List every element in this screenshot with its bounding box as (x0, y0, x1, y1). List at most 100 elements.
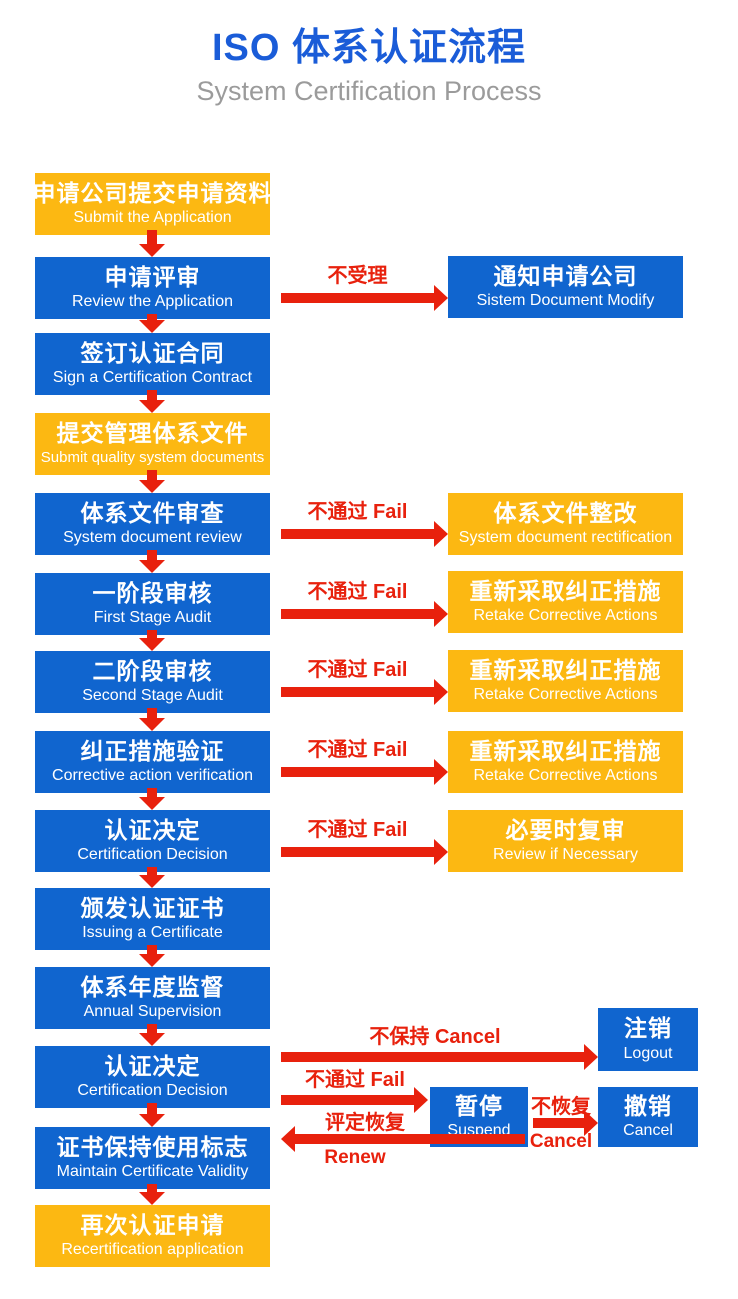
arrow-down-13 (139, 1184, 165, 1205)
box-label-zh: 体系年度监督 (80, 973, 225, 1000)
arrow-right-fail-1 (281, 521, 448, 547)
box-label-en: Second Stage Audit (82, 687, 223, 705)
arrow-label-fail-3: 不通过 Fail (307, 659, 408, 681)
box-label-en: System document review (63, 529, 242, 547)
arrow-down-8 (139, 788, 165, 810)
flow-box-certification-decision-2: 认证决定 Certification Decision (35, 1046, 270, 1108)
branch-box-notify-company: 通知申请公司 Sistem Document Modify (448, 256, 683, 318)
box-label-en: Review if Necessary (493, 846, 638, 864)
branch-box-retake-corrective-3: 重新采取纠正措施 Retake Corrective Actions (448, 731, 683, 793)
arrow-down-1 (139, 230, 165, 257)
arrow-down-2 (139, 314, 165, 333)
flow-box-submit-system-documents: 提交管理体系文件 Submit quality system documents (35, 413, 270, 475)
box-label-en: Annual Supervision (83, 1003, 222, 1021)
arrow-right-to-suspend (281, 1087, 428, 1113)
box-label-en: Submit the Application (73, 209, 232, 227)
box-label-en: Issuing a Certificate (82, 924, 223, 942)
arrow-right-fail-3 (281, 679, 448, 705)
box-label-en: Sistem Document Modify (476, 292, 655, 310)
flow-box-certification-decision-1: 认证决定 Certification Decision (35, 810, 270, 872)
box-label-en: Maintain Certificate Validity (56, 1163, 249, 1181)
flow-box-first-stage-audit: 一阶段审核 First Stage Audit (35, 573, 270, 635)
arrow-right-fail-4 (281, 759, 448, 785)
box-label-zh: 申请评审 (104, 263, 201, 290)
flow-box-recertification-application: 再次认证申请 Recertification application (35, 1205, 270, 1267)
flow-box-sign-contract: 签订认证合同 Sign a Certification Contract (35, 333, 270, 395)
box-label-zh: 签订认证合同 (80, 339, 225, 366)
arrow-label-not-maintain: 不保持 Cancel (369, 1026, 501, 1048)
box-label-zh: 一阶段审核 (92, 579, 213, 606)
box-label-zh: 再次认证申请 (80, 1211, 225, 1238)
box-label-zh: 注销 (624, 1015, 672, 1042)
arrow-label-fail-4: 不通过 Fail (307, 739, 408, 761)
box-label-zh: 重新采取纠正措施 (469, 577, 662, 604)
arrow-label-not-restore-zh: 不恢复 (531, 1096, 591, 1118)
branch-box-retake-corrective-2: 重新采取纠正措施 Retake Corrective Actions (448, 650, 683, 712)
arrow-down-4 (139, 470, 165, 493)
bottom-box-cancel: 撤销 Cancel (598, 1087, 698, 1147)
box-label-zh: 体系文件审查 (80, 499, 225, 526)
box-label-en: Certification Decision (77, 1082, 228, 1100)
box-label-zh: 纠正措施验证 (80, 737, 225, 764)
arrow-down-11 (139, 1024, 165, 1046)
arrow-right-to-cancel (533, 1110, 598, 1136)
arrow-right-fail-2 (281, 601, 448, 627)
arrow-label-fail-1: 不通过 Fail (307, 501, 408, 523)
box-label-en: Certification Decision (77, 846, 228, 864)
arrow-label-renew-en: Renew (324, 1147, 386, 1168)
box-label-en: Submit quality system documents (40, 448, 265, 466)
bottom-box-logout: 注销 Logout (598, 1008, 698, 1071)
box-label-en: Retake Corrective Actions (473, 607, 658, 625)
box-label-en: Recertification application (61, 1241, 244, 1259)
box-label-en: First Stage Audit (93, 609, 212, 627)
arrow-right-to-logout (281, 1044, 598, 1070)
branch-box-document-rectification: 体系文件整改 System document rectification (448, 493, 683, 555)
arrow-label-not-restore-en: Cancel (529, 1131, 593, 1152)
box-label-zh: 必要时复审 (505, 816, 626, 843)
box-label-en: Sign a Certification Contract (52, 369, 253, 387)
flow-box-corrective-action-verification: 纠正措施验证 Corrective action verification (35, 731, 270, 793)
box-label-en: System document rectification (458, 529, 673, 547)
box-label-zh: 暂停 (455, 1092, 503, 1119)
box-label-zh: 证书保持使用标志 (56, 1133, 249, 1160)
branch-box-review-if-necessary: 必要时复审 Review if Necessary (448, 810, 683, 872)
arrow-right-not-accepted (281, 285, 448, 311)
flow-box-review-application: 申请评审 Review the Application (35, 257, 270, 319)
branch-box-retake-corrective-1: 重新采取纠正措施 Retake Corrective Actions (448, 571, 683, 633)
arrow-down-6 (139, 630, 165, 651)
box-label-zh: 申请公司提交申请资料 (32, 179, 273, 206)
arrow-right-fail-5 (281, 839, 448, 865)
arrow-label-fail-to-suspend: 不通过 Fail (304, 1069, 405, 1091)
flow-box-second-stage-audit: 二阶段审核 Second Stage Audit (35, 651, 270, 713)
box-label-zh: 重新采取纠正措施 (469, 656, 662, 683)
box-label-en: Retake Corrective Actions (473, 686, 658, 704)
flow-box-annual-supervision: 体系年度监督 Annual Supervision (35, 967, 270, 1029)
arrow-label-not-accepted: 不受理 (327, 265, 388, 287)
flow-box-system-document-review: 体系文件审查 System document review (35, 493, 270, 555)
box-label-en: Logout (623, 1044, 673, 1062)
box-label-en: Retake Corrective Actions (473, 767, 658, 785)
box-label-zh: 通知申请公司 (493, 262, 638, 289)
flow-box-maintain-certificate-validity: 证书保持使用标志 Maintain Certificate Validity (35, 1127, 270, 1189)
arrow-down-10 (139, 945, 165, 967)
box-label-zh: 颁发认证证书 (80, 894, 225, 921)
arrow-down-7 (139, 708, 165, 731)
arrow-label-renew-zh: 评定恢复 (325, 1112, 405, 1134)
arrow-label-fail-2: 不通过 Fail (307, 581, 408, 603)
box-label-en: Review the Application (72, 293, 233, 311)
flow-box-issuing-certificate: 颁发认证证书 Issuing a Certificate (35, 888, 270, 950)
arrow-down-12 (139, 1103, 165, 1127)
arrow-down-9 (139, 867, 165, 888)
page-title: ISO 体系认证流程 (211, 27, 527, 69)
arrow-down-3 (139, 390, 165, 413)
box-label-zh: 重新采取纠正措施 (469, 737, 662, 764)
box-label-zh: 二阶段审核 (92, 657, 213, 684)
arrow-left-renew (281, 1126, 525, 1152)
arrow-label-fail-5: 不通过 Fail (307, 819, 408, 841)
box-label-en: Cancel (623, 1122, 673, 1140)
page-subtitle: System Certification Process (196, 76, 542, 106)
flow-box-submit-application: 申请公司提交申请资料 Submit the Application (32, 173, 273, 235)
box-label-zh: 撤销 (624, 1092, 672, 1119)
box-label-zh: 认证决定 (104, 1052, 201, 1079)
